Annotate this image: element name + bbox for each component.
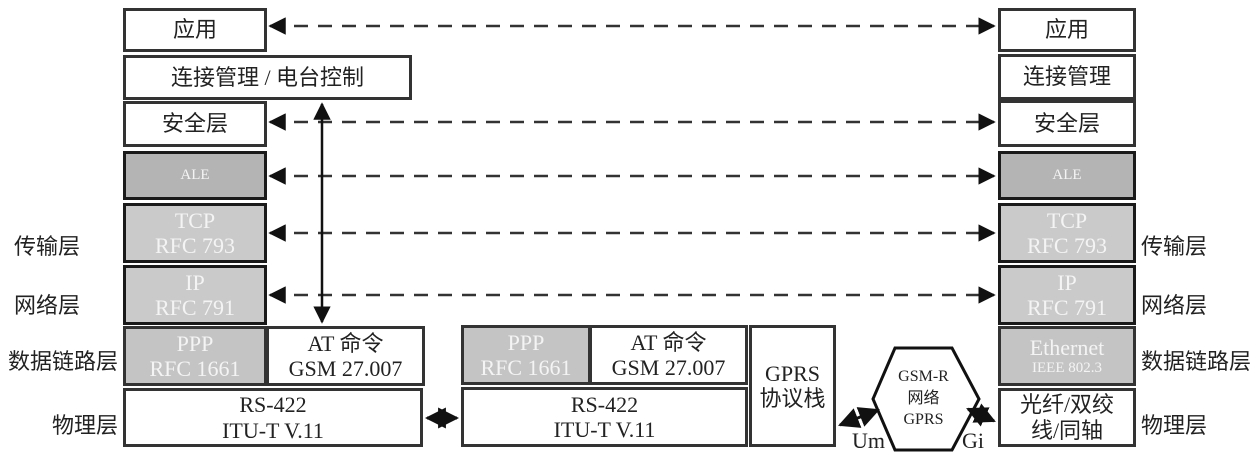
mid-at-line2: GSM 27.007 xyxy=(611,355,726,380)
left-label-physical: 物理层 xyxy=(52,414,119,439)
left-tcp-layer: TCP RFC 793 xyxy=(123,203,267,263)
right-physical-layer: 光纤/双绞 线/同轴 xyxy=(998,388,1136,447)
um-interface-label: Um xyxy=(852,428,885,453)
left-ppp-line1: PPP xyxy=(176,330,214,356)
mid-gprs-line1: GPRS xyxy=(764,360,821,386)
right-security-layer: 安全层 xyxy=(998,100,1136,147)
left-at-line1: AT 命令 xyxy=(307,330,384,356)
hex-line3: GPRS xyxy=(903,411,944,429)
left-conn-mgmt-text: 连接管理 / 电台控制 xyxy=(170,64,365,90)
gsmr-network-hexagon xyxy=(871,346,981,452)
left-ip-layer: IP RFC 791 xyxy=(123,265,267,325)
right-tcp-line2: RFC 793 xyxy=(1026,233,1108,258)
right-label-transport: 传输层 xyxy=(1141,235,1208,260)
mid-at-line1: AT 命令 xyxy=(630,329,707,355)
left-tcp-line2: RFC 793 xyxy=(154,233,236,258)
left-rs422-line2: ITU-T V.11 xyxy=(222,417,324,443)
left-rs422-layer: RS-422 ITU-T V.11 xyxy=(123,388,423,447)
right-label-physical: 物理层 xyxy=(1141,414,1208,439)
right-label-datalink: 数据链路层 xyxy=(1141,350,1252,375)
right-conn-mgmt-text: 连接管理 xyxy=(1022,64,1111,90)
right-label-network: 网络层 xyxy=(1141,294,1208,319)
left-security-layer: 安全层 xyxy=(123,101,267,147)
right-ethernet-line2: IEEE 802.3 xyxy=(1032,360,1102,377)
right-ip-line2: RFC 791 xyxy=(1026,295,1108,320)
right-tcp-layer: TCP RFC 793 xyxy=(998,203,1136,263)
gsmr-network-label: GSM-R 网络 GPRS xyxy=(886,366,961,431)
mid-ppp-line1: PPP xyxy=(507,329,545,355)
mid-gprs-line2: 协议栈 xyxy=(759,386,826,411)
right-security-text: 安全层 xyxy=(1033,110,1100,136)
right-physical-line2: 线/同轴 xyxy=(1030,417,1104,443)
right-ethernet-layer: Ethernet IEEE 802.3 xyxy=(998,326,1136,386)
right-conn-mgmt-layer: 连接管理 xyxy=(998,54,1136,100)
left-label-datalink: 数据链路层 xyxy=(8,350,119,375)
left-app-layer: 应用 xyxy=(123,8,267,52)
gi-link-arrow xyxy=(966,403,996,427)
right-tcp-line1: TCP xyxy=(1046,207,1088,233)
mid-ppp-line2: RFC 1661 xyxy=(480,355,572,380)
left-at-line2: GSM 27.007 xyxy=(288,356,403,381)
mid-rs422-layer: RS-422 ITU-T V.11 xyxy=(461,387,748,447)
right-app-layer: 应用 xyxy=(998,8,1136,52)
right-app-text: 应用 xyxy=(1044,17,1089,43)
left-ppp-layer: PPP RFC 1661 xyxy=(123,326,267,386)
left-ip-line2: RFC 791 xyxy=(154,295,236,320)
left-app-text: 应用 xyxy=(172,17,217,43)
gi-interface-label: Gi xyxy=(962,428,984,453)
mid-rs422-line2: ITU-T V.11 xyxy=(553,417,656,442)
hex-line2: 网络 xyxy=(907,389,940,407)
left-at-layer: AT 命令 GSM 27.007 xyxy=(266,326,425,386)
left-conn-mgmt-layer: 连接管理 / 电台控制 xyxy=(123,55,412,100)
left-tcp-line1: TCP xyxy=(174,207,216,233)
left-label-transport: 传输层 xyxy=(14,235,81,260)
right-ale-text: ALE xyxy=(1052,166,1082,183)
right-physical-line1: 光纤/双绞 xyxy=(1019,392,1115,418)
left-security-text: 安全层 xyxy=(161,111,228,137)
mid-gprs-stack: GPRS 协议栈 xyxy=(749,325,836,447)
um-link-arrow xyxy=(838,407,880,428)
right-ip-line1: IP xyxy=(1057,269,1077,295)
left-ip-line1: IP xyxy=(185,269,205,295)
mid-rs422-line1: RS-422 xyxy=(570,391,639,417)
right-ip-layer: IP RFC 791 xyxy=(998,265,1136,325)
right-ethernet-line1: Ethernet xyxy=(1029,334,1105,360)
mid-at-layer: AT 命令 GSM 27.007 xyxy=(589,325,748,385)
left-label-network: 网络层 xyxy=(14,294,81,319)
left-ale-text: ALE xyxy=(180,166,210,183)
hex-line1: GSM-R xyxy=(898,368,949,385)
left-rs422-line1: RS-422 xyxy=(239,392,307,418)
left-ale-layer: ALE xyxy=(123,151,267,200)
mid-ppp-layer: PPP RFC 1661 xyxy=(461,325,591,385)
left-ppp-line2: RFC 1661 xyxy=(149,356,241,381)
right-ale-layer: ALE xyxy=(998,151,1136,200)
